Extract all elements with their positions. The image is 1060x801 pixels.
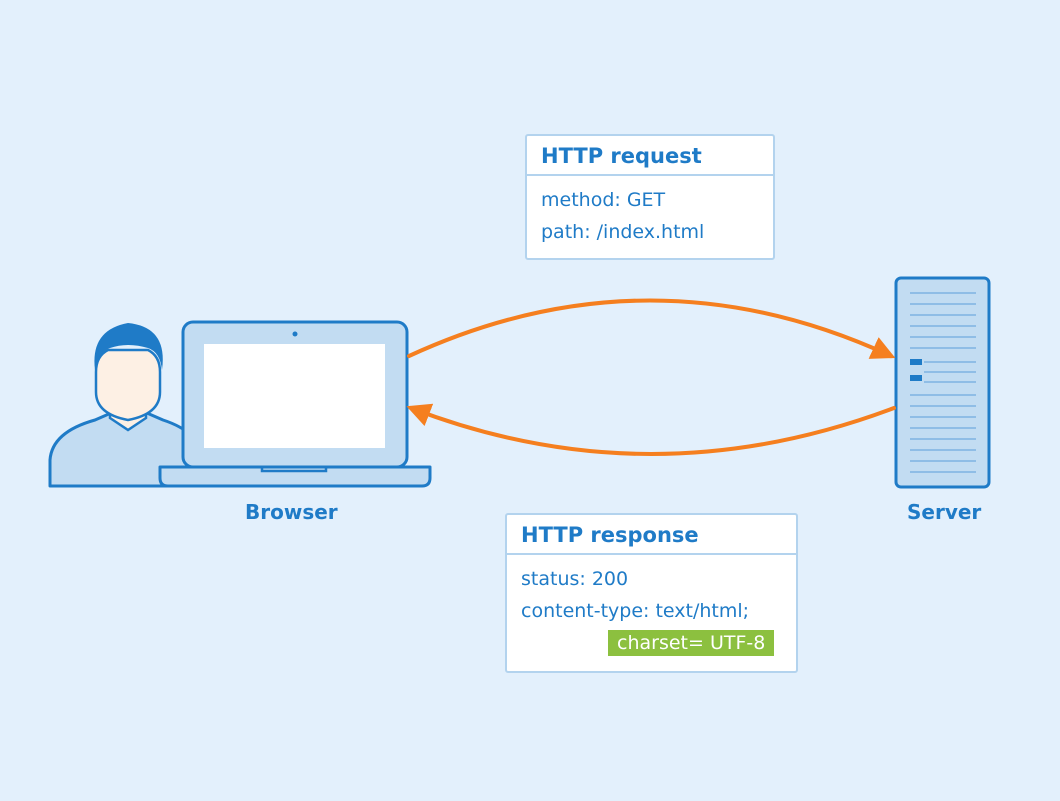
response-content-type: content-type: text/html; xyxy=(521,600,750,622)
server-icon xyxy=(894,276,991,489)
response-charset-row: charset= UTF-8 xyxy=(521,627,782,659)
response-title: HTTP response xyxy=(507,515,796,555)
response-status: status: 200 xyxy=(521,568,629,590)
response-arrow xyxy=(406,403,896,456)
charset-highlight: charset= UTF-8 xyxy=(608,630,775,656)
response-body: status: 200 content-type: text/html; cha… xyxy=(507,555,796,665)
request-method: method: GET xyxy=(541,189,666,211)
user-icon xyxy=(48,323,207,488)
http-response-card: HTTP response status: 200 content-type: … xyxy=(505,513,798,673)
request-body: method: GET path: /index.html xyxy=(527,176,773,254)
browser-label: Browser xyxy=(245,500,338,524)
request-path: path: /index.html xyxy=(541,221,705,243)
http-request-card: HTTP request method: GET path: /index.ht… xyxy=(525,134,775,260)
request-arrow xyxy=(407,298,896,359)
request-title: HTTP request xyxy=(527,136,773,176)
laptop-icon xyxy=(158,320,432,488)
server-label: Server xyxy=(907,500,982,524)
